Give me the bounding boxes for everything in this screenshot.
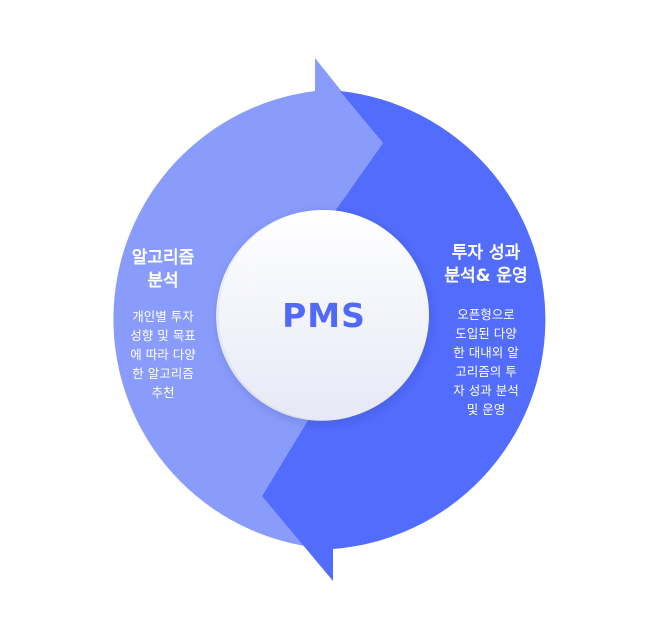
center-circle [219, 210, 429, 420]
right-section-description: 오픈형으로 도입된 다양 한 대내외 알 고리즘의 투 자 성과 분석 및 운영 [453, 307, 519, 417]
right-cycle-arrow [262, 91, 546, 581]
left-section: 알고리즘 분석 개인별 투자 성향 및 목표 에 따라 다양 한 알고리즘 추천 [103, 247, 223, 402]
left-section-title: 알고리즘 분석 [131, 248, 195, 291]
right-section-title: 투자 성과 분석& 운영 [444, 243, 528, 286]
left-section-description: 개인별 투자 성향 및 목표 에 따라 다양 한 알고리즘 추천 [130, 309, 196, 400]
right-section: 투자 성과 분석& 운영 오픈형으로 도입된 다양 한 대내외 알 고리즘의 투… [424, 242, 548, 419]
center-label-text: PMS [282, 295, 366, 335]
left-cycle-arrow [113, 58, 383, 549]
center-label: PMS [219, 210, 429, 420]
